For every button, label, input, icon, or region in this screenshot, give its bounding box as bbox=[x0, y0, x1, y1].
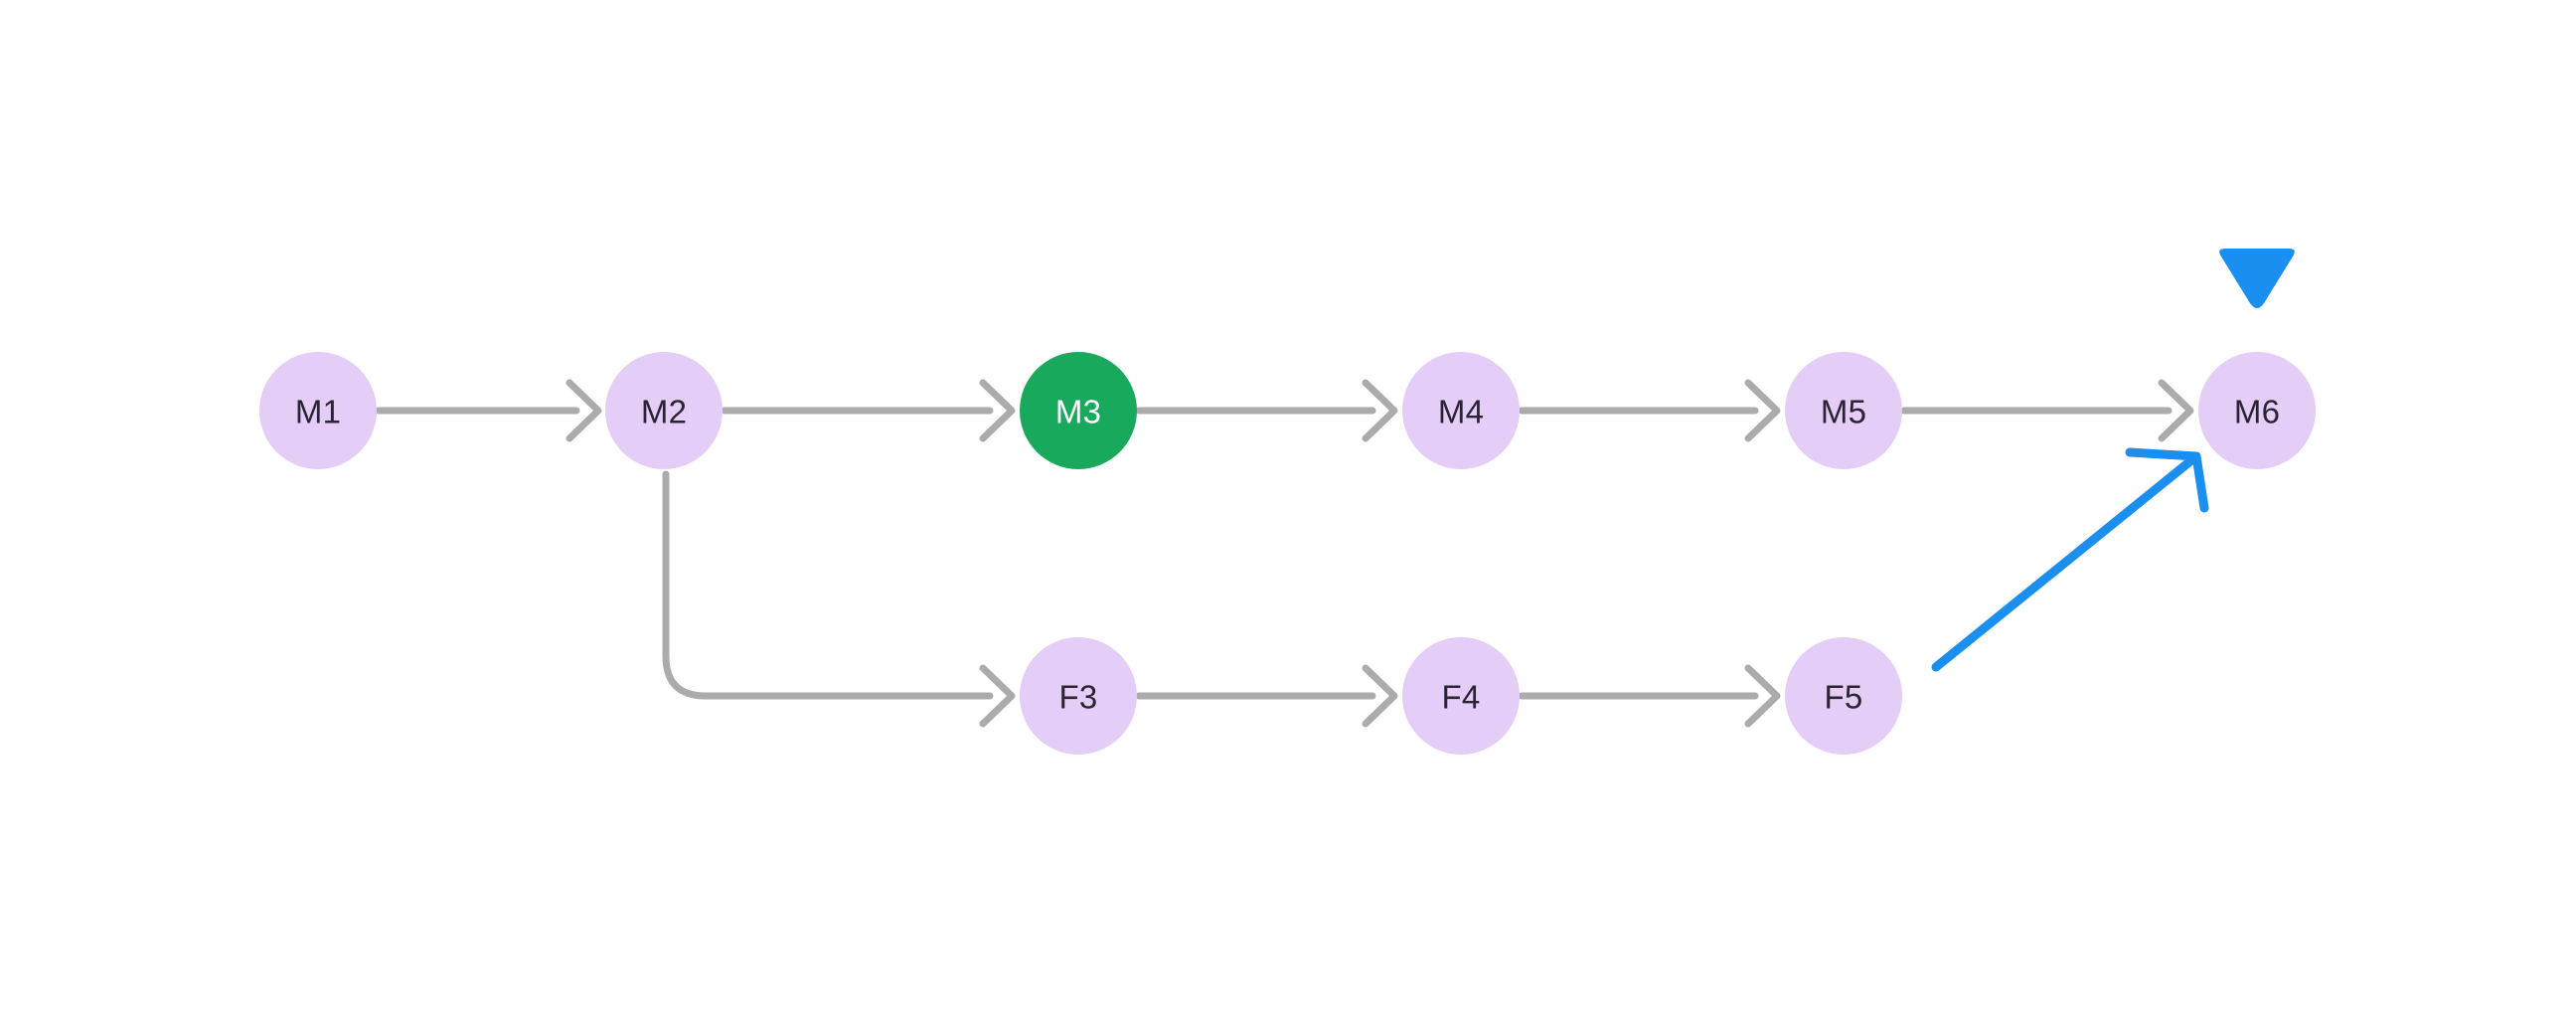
node-label: M6 bbox=[2234, 394, 2280, 430]
hand-drawn-arrow-icon bbox=[1931, 447, 2209, 672]
down-triangle-shape bbox=[2219, 249, 2295, 308]
arrowhead-icon bbox=[565, 379, 602, 442]
node-label: F3 bbox=[1059, 679, 1098, 716]
node-label: F5 bbox=[1825, 679, 1863, 716]
edge-m2-m3 bbox=[721, 379, 1016, 442]
node-label: M1 bbox=[295, 394, 341, 430]
node-label: M2 bbox=[641, 394, 687, 430]
edge-f4-f5 bbox=[1518, 664, 1781, 728]
arrowhead-icon bbox=[1362, 664, 1398, 728]
node-f5[interactable]: F5 bbox=[1785, 637, 1902, 755]
arrowhead-icon bbox=[1744, 664, 1781, 728]
edge-group-feature bbox=[662, 470, 1781, 728]
node-group-main: M1 M2 M3 M4 M5 M6 bbox=[259, 352, 2316, 469]
node-f3[interactable]: F3 bbox=[1020, 637, 1137, 755]
node-circle[interactable] bbox=[1020, 637, 1137, 755]
node-circle-highlighted[interactable] bbox=[1020, 352, 1137, 469]
arrowhead-icon bbox=[979, 664, 1016, 728]
node-label: M4 bbox=[1438, 394, 1484, 430]
node-m1[interactable]: M1 bbox=[259, 352, 377, 469]
node-m4[interactable]: M4 bbox=[1402, 352, 1520, 469]
edge-group-main bbox=[375, 379, 2194, 442]
arrow-shaft bbox=[1931, 451, 2201, 672]
triangle-pointer-icon bbox=[2219, 249, 2295, 308]
edge-elbow-path bbox=[662, 470, 994, 700]
edge-m4-m5 bbox=[1518, 379, 1781, 442]
node-circle[interactable] bbox=[1402, 352, 1520, 469]
arrow-barb-upper bbox=[2125, 447, 2201, 461]
node-circle[interactable] bbox=[259, 352, 377, 469]
node-circle[interactable] bbox=[2198, 352, 2316, 469]
node-label: M5 bbox=[1821, 394, 1866, 430]
node-group-feature: F3 F4 F5 bbox=[1020, 637, 1902, 755]
node-label: M3 bbox=[1055, 394, 1101, 430]
edge-f3-f4 bbox=[1135, 664, 1398, 728]
node-label: F4 bbox=[1442, 679, 1481, 716]
node-circle[interactable] bbox=[605, 352, 723, 469]
node-circle[interactable] bbox=[1785, 637, 1902, 755]
arrowhead-icon bbox=[979, 379, 1016, 442]
node-m2[interactable]: M2 bbox=[605, 352, 723, 469]
arrowhead-icon bbox=[1362, 379, 1398, 442]
node-f4[interactable]: F4 bbox=[1402, 637, 1520, 755]
arrow-barb-lower bbox=[2191, 451, 2209, 513]
edge-m3-m4 bbox=[1135, 379, 1398, 442]
node-m3[interactable]: M3 bbox=[1020, 352, 1137, 469]
node-m5[interactable]: M5 bbox=[1785, 352, 1902, 469]
arrowhead-icon bbox=[1744, 379, 1781, 442]
node-circle[interactable] bbox=[1402, 637, 1520, 755]
edge-m2-f3 bbox=[662, 470, 1016, 728]
node-circle[interactable] bbox=[1785, 352, 1902, 469]
edge-m1-m2 bbox=[375, 379, 602, 442]
node-m6[interactable]: M6 bbox=[2198, 352, 2316, 469]
arrowhead-icon bbox=[2158, 379, 2194, 442]
edge-m5-m6 bbox=[1900, 379, 2194, 442]
